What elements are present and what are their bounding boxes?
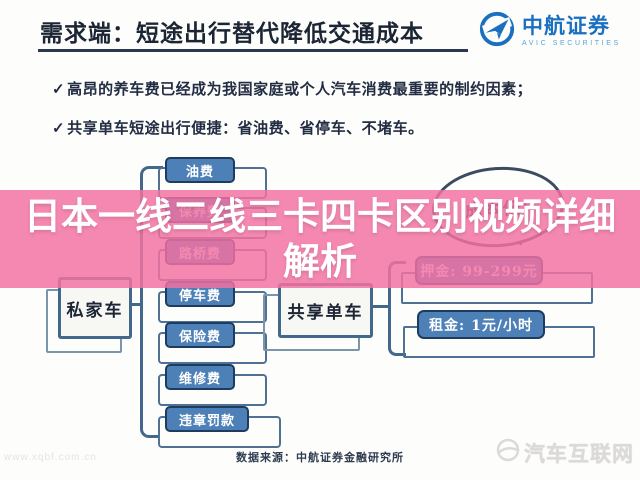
- data-source-caption: 数据来源：中航证券金融研究所: [236, 451, 404, 464]
- banner-line-1: 日本一线二线三卡四卡区别视频详细: [24, 196, 616, 237]
- page-title: 需求端：短途出行替代降低交通成本: [40, 20, 424, 47]
- avic-plane-icon: [478, 10, 516, 52]
- private-car-connector: [130, 303, 143, 306]
- fee-node-fine: 违章罚款: [158, 406, 281, 448]
- bullet-1-text: 高昂的养车费已经成为我国家庭或个人汽车消费最重要的制约因素；: [67, 80, 533, 98]
- fee-node-repair: 维修费: [158, 364, 267, 406]
- fee-box: 保险费: [165, 322, 235, 348]
- bullet-2-text: 共享单车短途出行便捷：省油费、省停车、不堵车。: [67, 119, 424, 137]
- fee-box: 违章罚款: [165, 406, 249, 432]
- fee-node-fuel: 油费: [158, 157, 267, 199]
- fee-node-insurance: 保险费: [158, 322, 267, 364]
- brand-logo: 中航证券 AVIC SECURITIES: [478, 10, 621, 52]
- rent-box: 租金: 1元/小时: [417, 310, 545, 339]
- left-spine-top-curve: [140, 166, 163, 182]
- brand-name: 中航证券: [522, 14, 610, 38]
- brand-subtitle: AVIC SECURITIES: [522, 39, 621, 47]
- shared-bike-connector: [371, 305, 390, 308]
- bullet-1: ✓高昂的养车费已经成为我国家庭或个人汽车消费最重要的制约因素；: [52, 78, 612, 99]
- right-spine-bottom-curve: [388, 338, 406, 356]
- right-spine: [388, 270, 391, 342]
- left-spine: [140, 176, 143, 426]
- url-watermark: www.xqbf.com.cn: [4, 452, 97, 463]
- video-title-overlay-banner[interactable]: 日本一线二线三卡四卡区别视频详细 解析: [0, 190, 640, 288]
- auto-internet-logo-icon: [495, 437, 521, 469]
- rent-node: 租金: 1元/小时: [403, 310, 595, 358]
- fee-box: 油费: [165, 157, 235, 183]
- bullet-2: ✓共享单车短途出行便捷：省油费、省停车、不堵车。: [52, 117, 612, 138]
- title-underline: [38, 49, 468, 52]
- banner-line-2: 解析: [283, 241, 357, 282]
- auto-internet-watermark-text: 汽车互联网: [524, 443, 634, 466]
- auto-internet-watermark: 汽车互联网: [495, 437, 634, 469]
- fee-box: 维修费: [165, 364, 235, 390]
- left-spine-bottom-curve: [140, 418, 160, 438]
- checkmark-icon: ✓: [52, 80, 66, 98]
- checkmark-icon: ✓: [52, 119, 66, 137]
- shared-bike-box: 共享单车: [278, 283, 373, 338]
